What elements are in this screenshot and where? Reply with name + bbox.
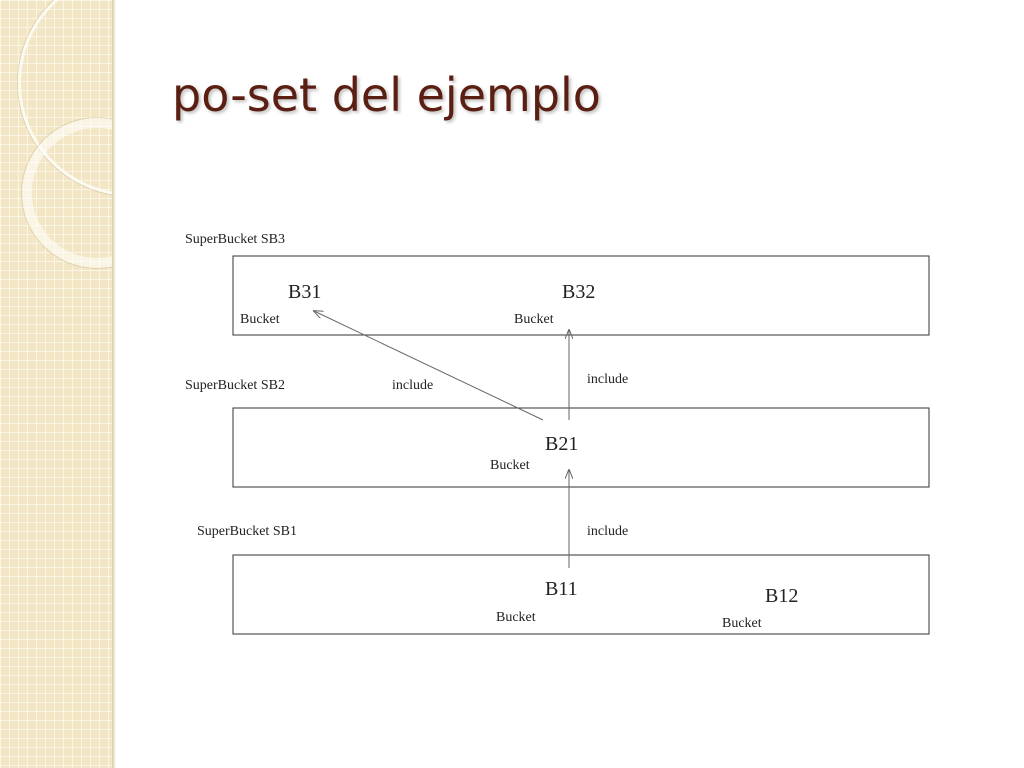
bucket-kind-b31: Bucket [240, 312, 280, 327]
include-label-b11-b21: include [587, 524, 628, 539]
superbucket-box-sb2 [232, 407, 930, 488]
bucket-kind-b12: Bucket [722, 616, 762, 631]
superbucket-label-sb2: SuperBucket SB2 [185, 378, 285, 393]
bucket-name-b21: B21 [545, 433, 578, 455]
include-arrow-b21-b31 [314, 311, 544, 421]
bucket-kind-b11: Bucket [496, 610, 536, 625]
include-label-b21-b31: include [392, 378, 433, 393]
bucket-name-b32: B32 [562, 281, 595, 303]
bucket-name-b12: B12 [765, 585, 798, 607]
bucket-name-b11: B11 [545, 578, 578, 600]
slide-title: po-set del ejemplo [172, 68, 601, 122]
decorative-sidebar [0, 0, 112, 768]
superbucket-label-sb3: SuperBucket SB3 [185, 232, 285, 247]
bucket-kind-b32: Bucket [514, 312, 554, 327]
bucket-kind-b21: Bucket [490, 458, 530, 473]
bucket-name-b31: B31 [288, 281, 321, 303]
superbucket-box-sb3 [232, 255, 930, 336]
superbucket-box-sb1 [232, 554, 930, 635]
include-label-b21-b32: include [587, 372, 628, 387]
superbucket-label-sb1: SuperBucket SB1 [197, 524, 297, 539]
sidebar-edge [112, 0, 116, 768]
